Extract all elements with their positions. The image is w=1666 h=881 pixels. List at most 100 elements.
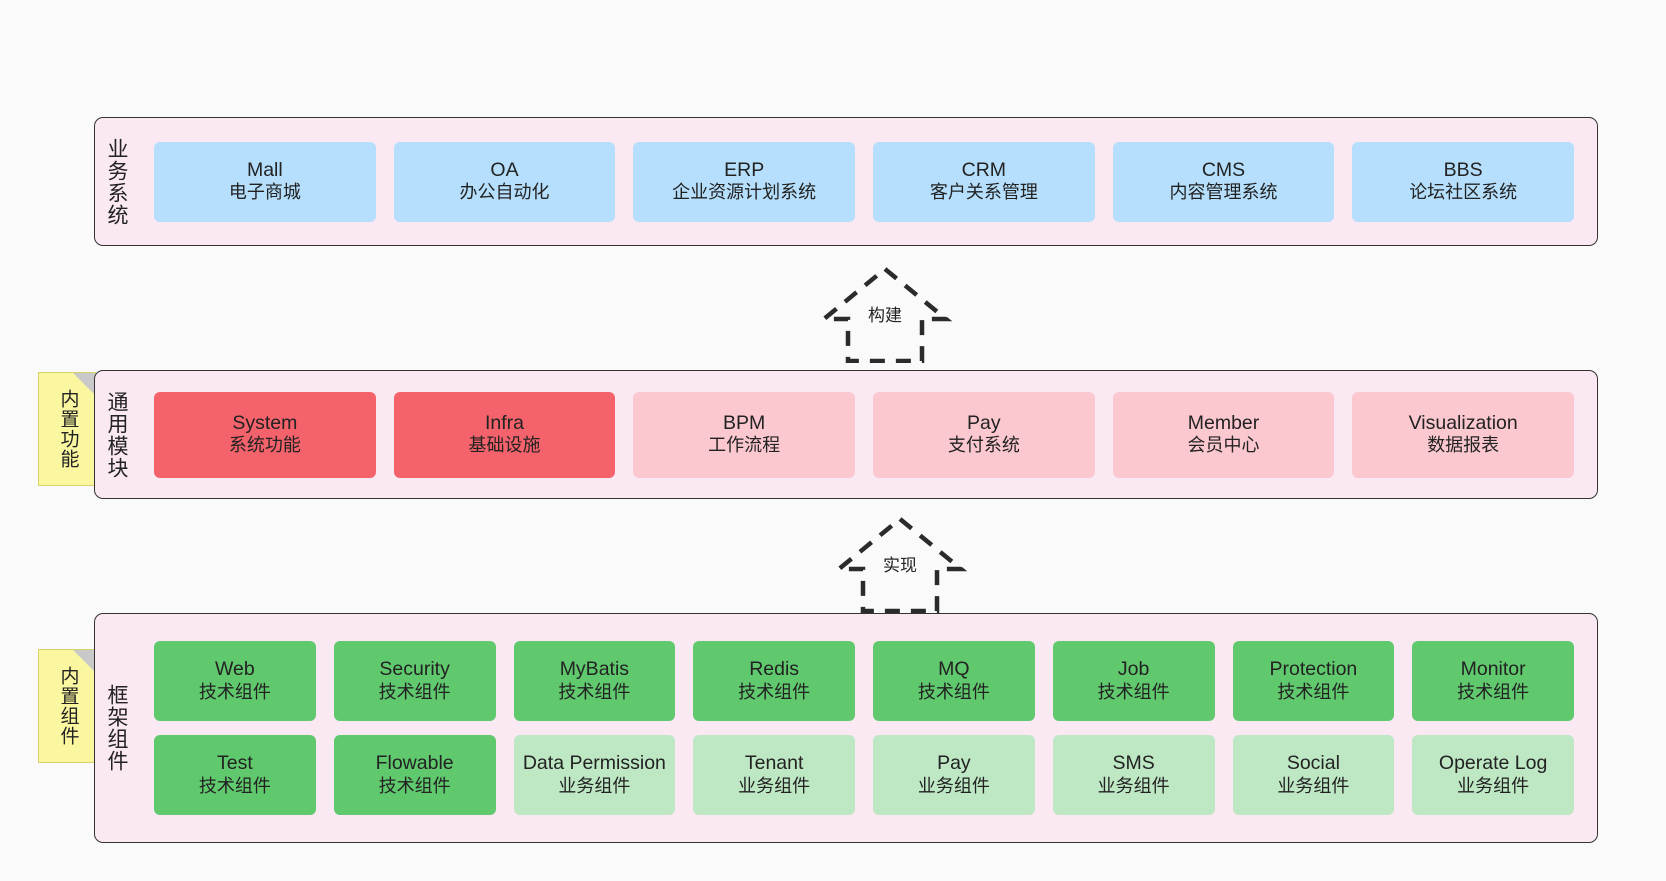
layer-common-modules: 通用模块 System 系统功能 Infra 基础设施 BPM 工作流程 Pay… (94, 370, 1598, 499)
card-subtitle: 技术组件 (1457, 681, 1530, 702)
card-subtitle: 论坛社区系统 (1409, 182, 1518, 203)
card-title: Mall (246, 158, 283, 181)
card-title: Visualization (1408, 411, 1518, 434)
card-title: MQ (938, 658, 970, 681)
card-crm[interactable]: CRM 客户关系管理 (873, 141, 1095, 222)
card-title: Redis (749, 658, 800, 681)
note-label: 内置组件 (57, 666, 79, 746)
card-subtitle: 数据报表 (1427, 435, 1500, 456)
card-title: Pay (937, 752, 971, 775)
card-job[interactable]: Job 技术组件 (1052, 641, 1215, 721)
business-cards: Mall 电子商城 OA 办公自动化 ERP 企业资源计划系统 CRM 客户关系… (137, 118, 1597, 245)
card-flowable[interactable]: Flowable 技术组件 (333, 735, 496, 815)
note-fold-icon (73, 650, 95, 672)
connector-implement: 实现 (815, 513, 985, 614)
layer-framework-caption: 框架组件 (105, 684, 129, 772)
card-subtitle: 技术组件 (198, 681, 271, 702)
card-subtitle: 电子商城 (228, 182, 301, 203)
card-infra[interactable]: Infra 基础设施 (393, 391, 616, 478)
card-erp[interactable]: ERP 企业资源计划系统 (633, 141, 856, 222)
layer-business-caption: 业务系统 (105, 137, 129, 226)
card-visualization[interactable]: Visualization 数据报表 (1352, 391, 1575, 478)
card-title: Protection (1269, 658, 1358, 681)
card-bbs[interactable]: BBS 论坛社区系统 (1352, 141, 1575, 222)
card-data-permission[interactable]: Data Permission 业务组件 (513, 735, 676, 815)
card-subtitle: 技术组件 (1277, 681, 1350, 702)
card-subtitle: 技术组件 (1097, 681, 1170, 702)
card-subtitle: 业务组件 (1277, 775, 1350, 796)
card-subtitle: 基础设施 (468, 435, 541, 456)
implement-arrow-icon (832, 516, 968, 614)
common-cards: System 系统功能 Infra 基础设施 BPM 工作流程 Pay 支付系统… (137, 371, 1597, 498)
connector-build: 构建 (800, 263, 970, 364)
card-title: CMS (1201, 158, 1246, 181)
card-title: SMS (1112, 752, 1155, 775)
card-subtitle: 客户关系管理 (929, 182, 1038, 203)
card-subtitle: 技术组件 (378, 775, 451, 796)
card-subtitle: 技术组件 (917, 681, 990, 702)
card-mall[interactable]: Mall 电子商城 (154, 141, 376, 222)
card-title: MyBatis (559, 658, 630, 681)
note-builtin-components: 内置组件 (38, 649, 96, 763)
card-title: Job (1117, 658, 1150, 681)
card-sms[interactable]: SMS 业务组件 (1052, 735, 1215, 815)
layer-common-caption: 通用模块 (105, 390, 129, 479)
card-cms[interactable]: CMS 内容管理系统 (1112, 141, 1335, 222)
card-security[interactable]: Security 技术组件 (333, 641, 496, 721)
note-fold-icon (73, 373, 95, 395)
card-pay-business[interactable]: Pay 业务组件 (873, 735, 1035, 815)
framework-cards: Web 技术组件 Security 技术组件 MyBatis 技术组件 Redi… (137, 614, 1597, 842)
card-pay[interactable]: Pay 支付系统 (873, 391, 1095, 478)
card-title: OA (490, 158, 519, 181)
card-subtitle: 业务组件 (1457, 775, 1530, 796)
framework-row-business: Test 技术组件 Flowable 技术组件 Data Permission … (145, 735, 1583, 815)
card-subtitle: 企业资源计划系统 (672, 182, 817, 203)
card-mybatis[interactable]: MyBatis 技术组件 (513, 641, 676, 721)
card-redis[interactable]: Redis 技术组件 (693, 641, 855, 721)
build-arrow-icon (817, 266, 953, 364)
card-subtitle: 技术组件 (558, 681, 631, 702)
card-subtitle: 技术组件 (198, 775, 271, 796)
card-bpm[interactable]: BPM 工作流程 (633, 391, 856, 478)
card-title: ERP (724, 158, 765, 181)
card-mq[interactable]: MQ 技术组件 (873, 641, 1035, 721)
card-subtitle: 技术组件 (738, 681, 811, 702)
card-subtitle: 业务组件 (738, 775, 811, 796)
card-subtitle: 系统功能 (228, 435, 301, 456)
card-subtitle: 会员中心 (1187, 435, 1260, 456)
layer-framework-components: 框架组件 Web 技术组件 Security 技术组件 MyBatis 技术组件… (94, 613, 1598, 843)
card-operate-log[interactable]: Operate Log 业务组件 (1412, 735, 1574, 815)
card-title: BBS (1443, 158, 1483, 181)
card-protection[interactable]: Protection 技术组件 (1232, 641, 1395, 721)
card-subtitle: 办公自动化 (459, 182, 550, 203)
framework-row-technical: Web 技术组件 Security 技术组件 MyBatis 技术组件 Redi… (145, 641, 1583, 721)
card-subtitle: 业务组件 (917, 775, 990, 796)
card-title: Test (216, 752, 253, 775)
card-title: Security (379, 658, 450, 681)
card-subtitle: 技术组件 (378, 681, 451, 702)
card-subtitle: 业务组件 (1097, 775, 1170, 796)
connector-build-label: 构建 (864, 301, 906, 326)
card-monitor[interactable]: Monitor 技术组件 (1412, 641, 1574, 721)
card-title: Pay (967, 411, 1001, 434)
card-subtitle: 业务组件 (558, 775, 631, 796)
card-title: CRM (961, 158, 1007, 181)
card-subtitle: 支付系统 (947, 435, 1020, 456)
connector-implement-label: 实现 (879, 551, 921, 576)
card-oa[interactable]: OA 办公自动化 (393, 141, 616, 222)
card-title: Web (215, 658, 255, 681)
card-tenant[interactable]: Tenant 业务组件 (693, 735, 855, 815)
card-member[interactable]: Member 会员中心 (1112, 391, 1335, 478)
card-social[interactable]: Social 业务组件 (1232, 735, 1395, 815)
card-title: BPM (723, 411, 766, 434)
card-title: Flowable (375, 752, 454, 775)
card-test[interactable]: Test 技术组件 (154, 735, 316, 815)
card-subtitle: 工作流程 (708, 435, 781, 456)
card-system[interactable]: System 系统功能 (154, 391, 376, 478)
card-web[interactable]: Web 技术组件 (154, 641, 316, 721)
card-subtitle: 内容管理系统 (1169, 182, 1278, 203)
card-title: Monitor (1460, 658, 1526, 681)
note-label: 内置功能 (57, 389, 79, 469)
card-title: Social (1286, 752, 1340, 775)
